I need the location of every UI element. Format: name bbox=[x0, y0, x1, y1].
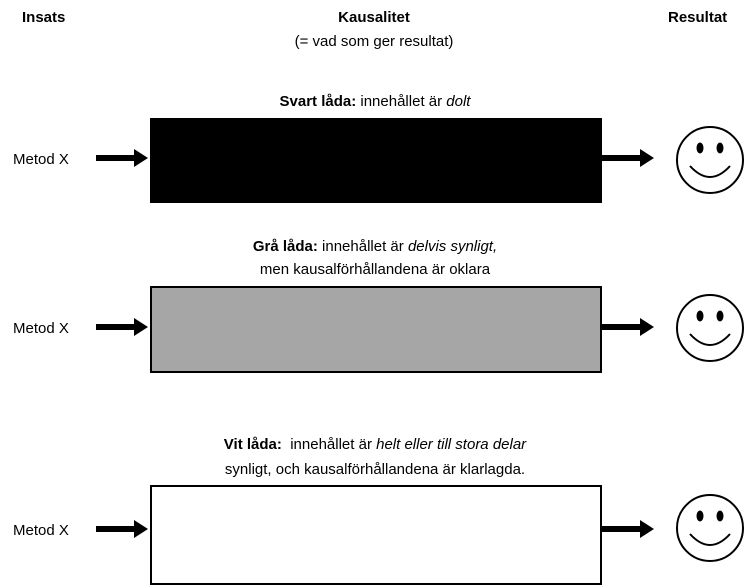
black-box bbox=[150, 118, 602, 203]
caption-grey-box-text: innehållet är bbox=[317, 238, 408, 255]
header-insats: Insats bbox=[22, 9, 66, 26]
caption-black-box-title: Svart låda: bbox=[279, 93, 357, 110]
caption-black-box: Svart låda: innehållet är dolt bbox=[150, 93, 600, 110]
caption-grey-box-emphasis: delvis synligt, bbox=[407, 238, 498, 255]
header-kausalitet: Kausalitet bbox=[338, 9, 410, 26]
caption-white-box-line2: synligt, och kausalförhållandena är klar… bbox=[224, 461, 526, 478]
arrow-right-icon bbox=[96, 149, 148, 167]
smiley-face-icon bbox=[676, 126, 744, 194]
input-label-metod-x: Metod X bbox=[13, 522, 69, 539]
header-resultat: Resultat bbox=[668, 9, 728, 26]
input-label-metod-x: Metod X bbox=[13, 320, 69, 337]
caption-white-box: Vit låda: innehållet är helt eller till … bbox=[150, 432, 600, 482]
header-kausalitet-subtitle: (= vad som ger resultat) bbox=[294, 33, 454, 50]
caption-grey-box-line1: Grå låda: innehållet är delvis synligt, bbox=[150, 235, 600, 258]
smiley-face-icon bbox=[676, 294, 744, 362]
caption-black-box-text: innehållet är bbox=[356, 93, 447, 110]
caption-white-box-text: innehållet är bbox=[281, 436, 377, 453]
arrow-right-icon bbox=[602, 318, 654, 336]
caption-white-box-line1: Vit låda: innehållet är helt eller till … bbox=[150, 432, 600, 457]
white-box bbox=[150, 485, 602, 585]
input-label-metod-x: Metod X bbox=[13, 151, 69, 168]
caption-grey-box-title: Grå låda: bbox=[252, 238, 318, 255]
arrow-right-icon bbox=[602, 149, 654, 167]
arrow-right-icon bbox=[96, 318, 148, 336]
caption-grey-box-line2: men kausalförhållandena är oklara bbox=[259, 261, 491, 278]
smiley-face-icon bbox=[676, 494, 744, 562]
grey-box bbox=[150, 286, 602, 373]
caption-black-box-emphasis: dolt bbox=[446, 93, 471, 110]
caption-grey-box: Grå låda: innehållet är delvis synligt, … bbox=[150, 235, 600, 281]
arrow-right-icon bbox=[602, 520, 654, 538]
caption-white-box-emphasis: helt eller till stora delar bbox=[376, 436, 527, 453]
caption-white-box-title: Vit låda: bbox=[223, 436, 282, 453]
arrow-right-icon bbox=[96, 520, 148, 538]
